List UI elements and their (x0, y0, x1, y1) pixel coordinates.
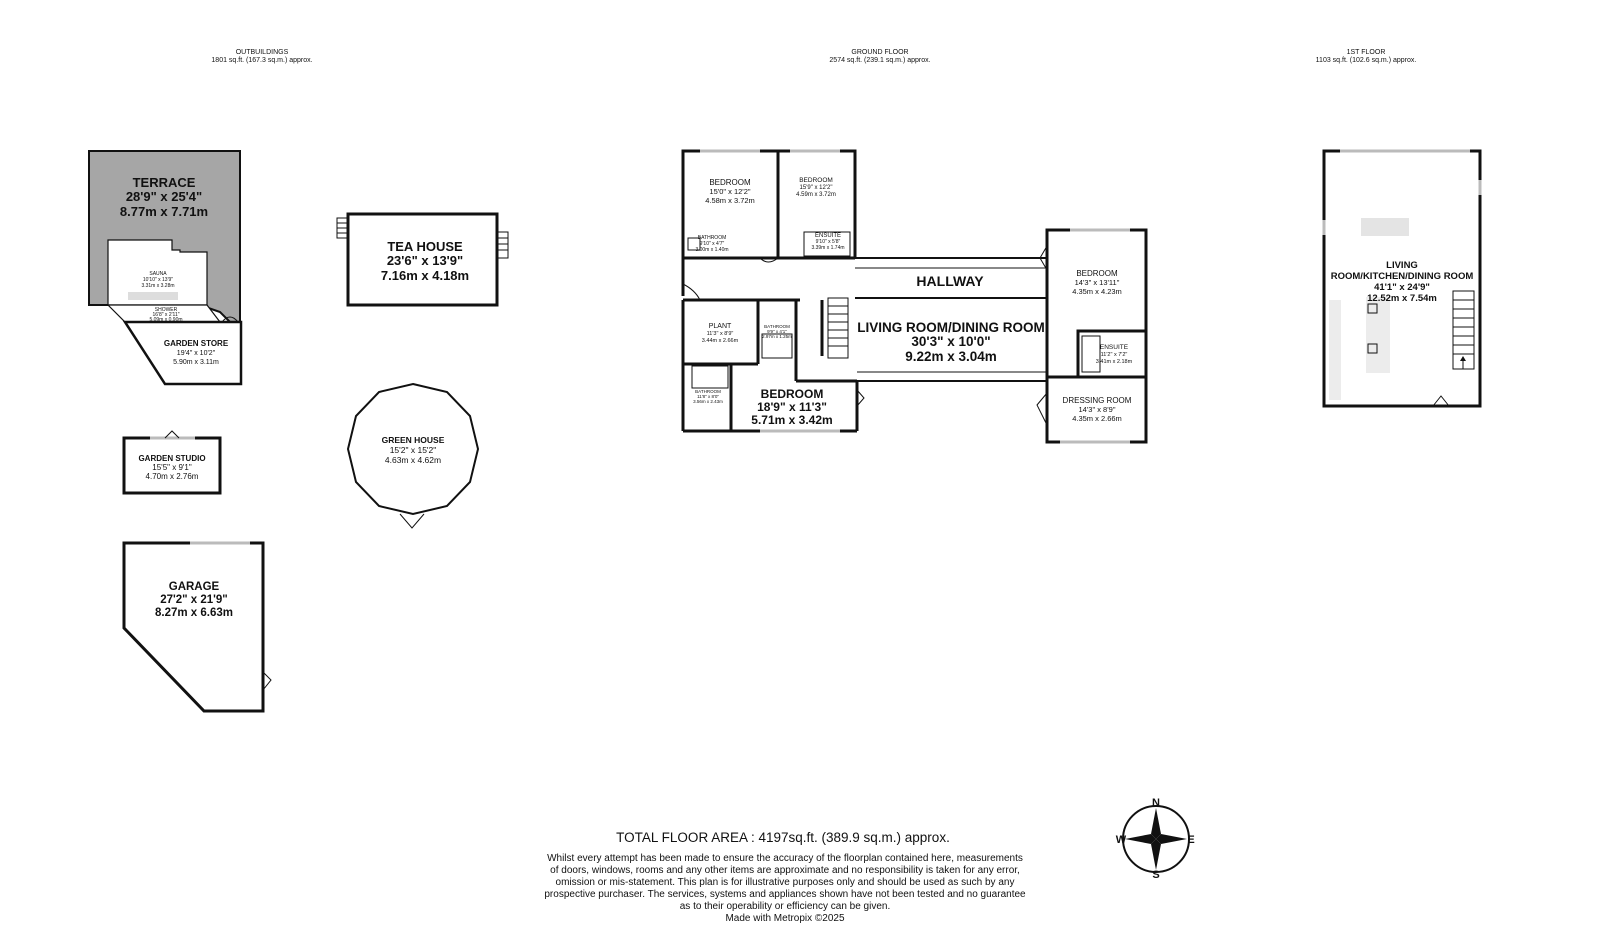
living-dining-name: LIVING ROOM/DINING ROOM (857, 320, 1045, 335)
disclaimer-line-5: as to their operability or efficiency ca… (680, 901, 891, 912)
ensuite1-metric: 3.39m x 1.74m (811, 245, 844, 251)
terrace-name: TERRACE (133, 175, 196, 190)
living-dining-imperial: 30'3" x 10'0" (911, 334, 990, 349)
bedroom4-metric: 4.35m x 4.23m (1072, 287, 1122, 296)
green-house: GREEN HOUSE 15'2" x 15'2" 4.63m x 4.62m (346, 382, 480, 529)
ensuite2-imperial: 11'2" x 7'2" (1101, 352, 1128, 358)
first-floor-header: 1ST FLOOR 1103 sq.ft. (102.6 sq.m.) appr… (1316, 49, 1417, 64)
sauna-imperial: 10'10" x 13'9" (143, 277, 173, 283)
shower-metric: 5.09m x 0.90m (149, 317, 182, 323)
living-kitchen-name-line1: LIVING (1386, 260, 1418, 271)
outbuildings-area: 1801 sq.ft. (167.3 sq.m.) approx. (211, 57, 312, 64)
garden-studio-imperial: 15'5" x 9'1" (152, 463, 192, 472)
living-kitchen-metric: 12.52m x 7.54m (1367, 293, 1437, 304)
ground-floor-title: GROUND FLOOR (851, 49, 908, 56)
garden-studio-name: GARDEN STUDIO (138, 454, 205, 463)
outbuildings-header: OUTBUILDINGS 1801 sq.ft. (167.3 sq.m.) a… (211, 49, 312, 64)
sauna-name: SAUNA (149, 271, 167, 277)
bathroom2-imperial: 9'9" x 4'1" (767, 329, 787, 334)
compass-south: S (1152, 869, 1159, 881)
terrace-imperial: 28'9" x 25'4" (126, 189, 202, 204)
bedroom2-imperial: 15'9" x 12'2" (800, 185, 833, 191)
garden-studio-metric: 4.70m x 2.76m (146, 472, 199, 481)
tea-house-imperial: 23'6" x 13'9" (387, 253, 463, 268)
tea-house-metric: 7.16m x 4.18m (381, 268, 469, 283)
dressing-imperial: 14'3" x 8'9" (1079, 405, 1116, 414)
garden-studio: GARDEN STUDIO 15'5" x 9'1" 4.70m x 2.76m (122, 430, 222, 495)
first-floor-title: 1ST FLOOR (1347, 49, 1386, 56)
footer: TOTAL FLOOR AREA : 4197sq.ft. (389.9 sq.… (544, 830, 1026, 924)
garden-store-name: GARDEN STORE (164, 339, 229, 348)
bedroom3-imperial: 18'9" x 11'3" (757, 400, 827, 414)
disclaimer-line-2: of doors, windows, rooms and any other i… (550, 865, 1020, 876)
garage: GARAGE 27'2" x 21'9" 8.27m x 6.63m (122, 541, 272, 713)
green-house-imperial: 15'2" x 15'2" (390, 445, 437, 455)
ensuite2-metric: 3.41m x 2.18m (1096, 359, 1133, 365)
first-floor-area: 1103 sq.ft. (102.6 sq.m.) approx. (1316, 57, 1417, 64)
garden-store-metric: 5.90m x 3.11m (173, 359, 219, 366)
garden-store: GARDEN STORE 19'4" x 10'2" 5.90m x 3.11m (122, 316, 243, 386)
dressing-metric: 4.35m x 2.66m (1072, 414, 1122, 423)
bedroom1-name: BEDROOM (709, 178, 751, 187)
disclaimer-line-3: omission or mis-statement. This plan is … (556, 877, 1015, 888)
first-floor-stairs (1452, 290, 1475, 370)
ground-floor-header: GROUND FLOOR 2574 sq.ft. (239.1 sq.m.) a… (829, 49, 930, 64)
bathroom1-metric: 3.00m x 1.40m (695, 247, 728, 253)
disclaimer-line-4: prospective purchaser. The services, sys… (544, 889, 1026, 900)
ensuite2-name: ENSUITE (1100, 344, 1129, 351)
living-kitchen-imperial: 41'1" x 24'9" (1374, 282, 1430, 293)
terrace-metric: 8.77m x 7.71m (120, 204, 208, 219)
plant-imperial: 11'3" x 8'9" (707, 331, 734, 337)
ensuite1-name: ENSUITE (815, 233, 841, 239)
bedroom1-imperial: 15'0" x 12'2" (709, 187, 750, 196)
bedroom4-name: BEDROOM (1076, 269, 1118, 278)
sauna-metric: 3.31m x 3.28m (141, 283, 174, 289)
compass-icon: N E S W (1116, 797, 1195, 881)
ground-floor-plan: BEDROOM 15'0" x 12'2" 4.58m x 3.72m BEDR… (681, 149, 1148, 444)
ground-floor-area: 2574 sq.ft. (239.1 sq.m.) approx. (829, 57, 930, 64)
bathroom1-name: BATHROOM (698, 235, 727, 241)
bathroom3-metric: 3.56m x 2.43m (693, 399, 723, 404)
bedroom4-imperial: 14'3" x 13'11" (1075, 278, 1120, 287)
compass-north: N (1152, 797, 1160, 809)
bathroom3-name: BATHROOM (695, 389, 721, 394)
shower: SHOWER 16'8" x 2'11" 5.09m x 0.90m (106, 304, 222, 323)
hallway-name: HALLWAY (916, 273, 984, 289)
green-house-name: GREEN HOUSE (382, 435, 445, 445)
ensuite1-imperial: 9'10" x 5'8" (816, 239, 841, 245)
garage-metric: 8.27m x 6.63m (155, 607, 233, 619)
bedroom2-metric: 4.59m x 3.72m (796, 192, 836, 198)
total-floor-area: TOTAL FLOOR AREA : 4197sq.ft. (389.9 sq.… (616, 830, 950, 845)
shower-imperial: 16'8" x 2'11" (152, 312, 179, 318)
bathroom1-imperial: 9'10" x 4'7" (700, 241, 725, 247)
compass-west: W (1116, 834, 1127, 846)
credit-line: Made with Metropix ©2025 (725, 913, 845, 924)
bedroom2-name: BEDROOM (799, 177, 833, 184)
outbuildings-title: OUTBUILDINGS (236, 49, 289, 56)
living-kitchen-name-line2: ROOM/KITCHEN/DINING ROOM (1331, 271, 1474, 282)
bedroom3-metric: 5.71m x 3.42m (751, 413, 832, 427)
compass-east: E (1187, 834, 1194, 846)
dressing-name: DRESSING ROOM (1063, 396, 1132, 405)
plant-metric: 3.44m x 2.66m (702, 338, 739, 344)
bedroom3-name: BEDROOM (761, 387, 824, 401)
bedroom1-metric: 4.58m x 3.72m (705, 196, 755, 205)
tea-house-name: TEA HOUSE (387, 239, 463, 254)
garden-store-imperial: 19'4" x 10'2" (177, 350, 216, 357)
plant-name: PLANT (709, 323, 732, 330)
shower-name: SHOWER (155, 307, 178, 313)
ground-stairs (827, 297, 849, 359)
green-house-metric: 4.63m x 4.62m (385, 455, 441, 465)
tea-house: TEA HOUSE 23'6" x 13'9" 7.16m x 4.18m (336, 212, 509, 307)
living-dining-metric: 9.22m x 3.04m (905, 349, 997, 364)
first-floor-plan: LIVING ROOM/KITCHEN/DINING ROOM 41'1" x … (1322, 149, 1482, 408)
garage-name: GARAGE (169, 581, 220, 593)
bathroom2-name: BATHROOM (764, 324, 790, 329)
bathroom2-metric: 2.97m x 1.25m (762, 334, 792, 339)
disclaimer-line-1: Whilst every attempt has been made to en… (547, 853, 1023, 864)
garage-imperial: 27'2" x 21'9" (160, 594, 228, 606)
bathroom3-imperial: 11'8" x 8'0" (697, 394, 719, 399)
